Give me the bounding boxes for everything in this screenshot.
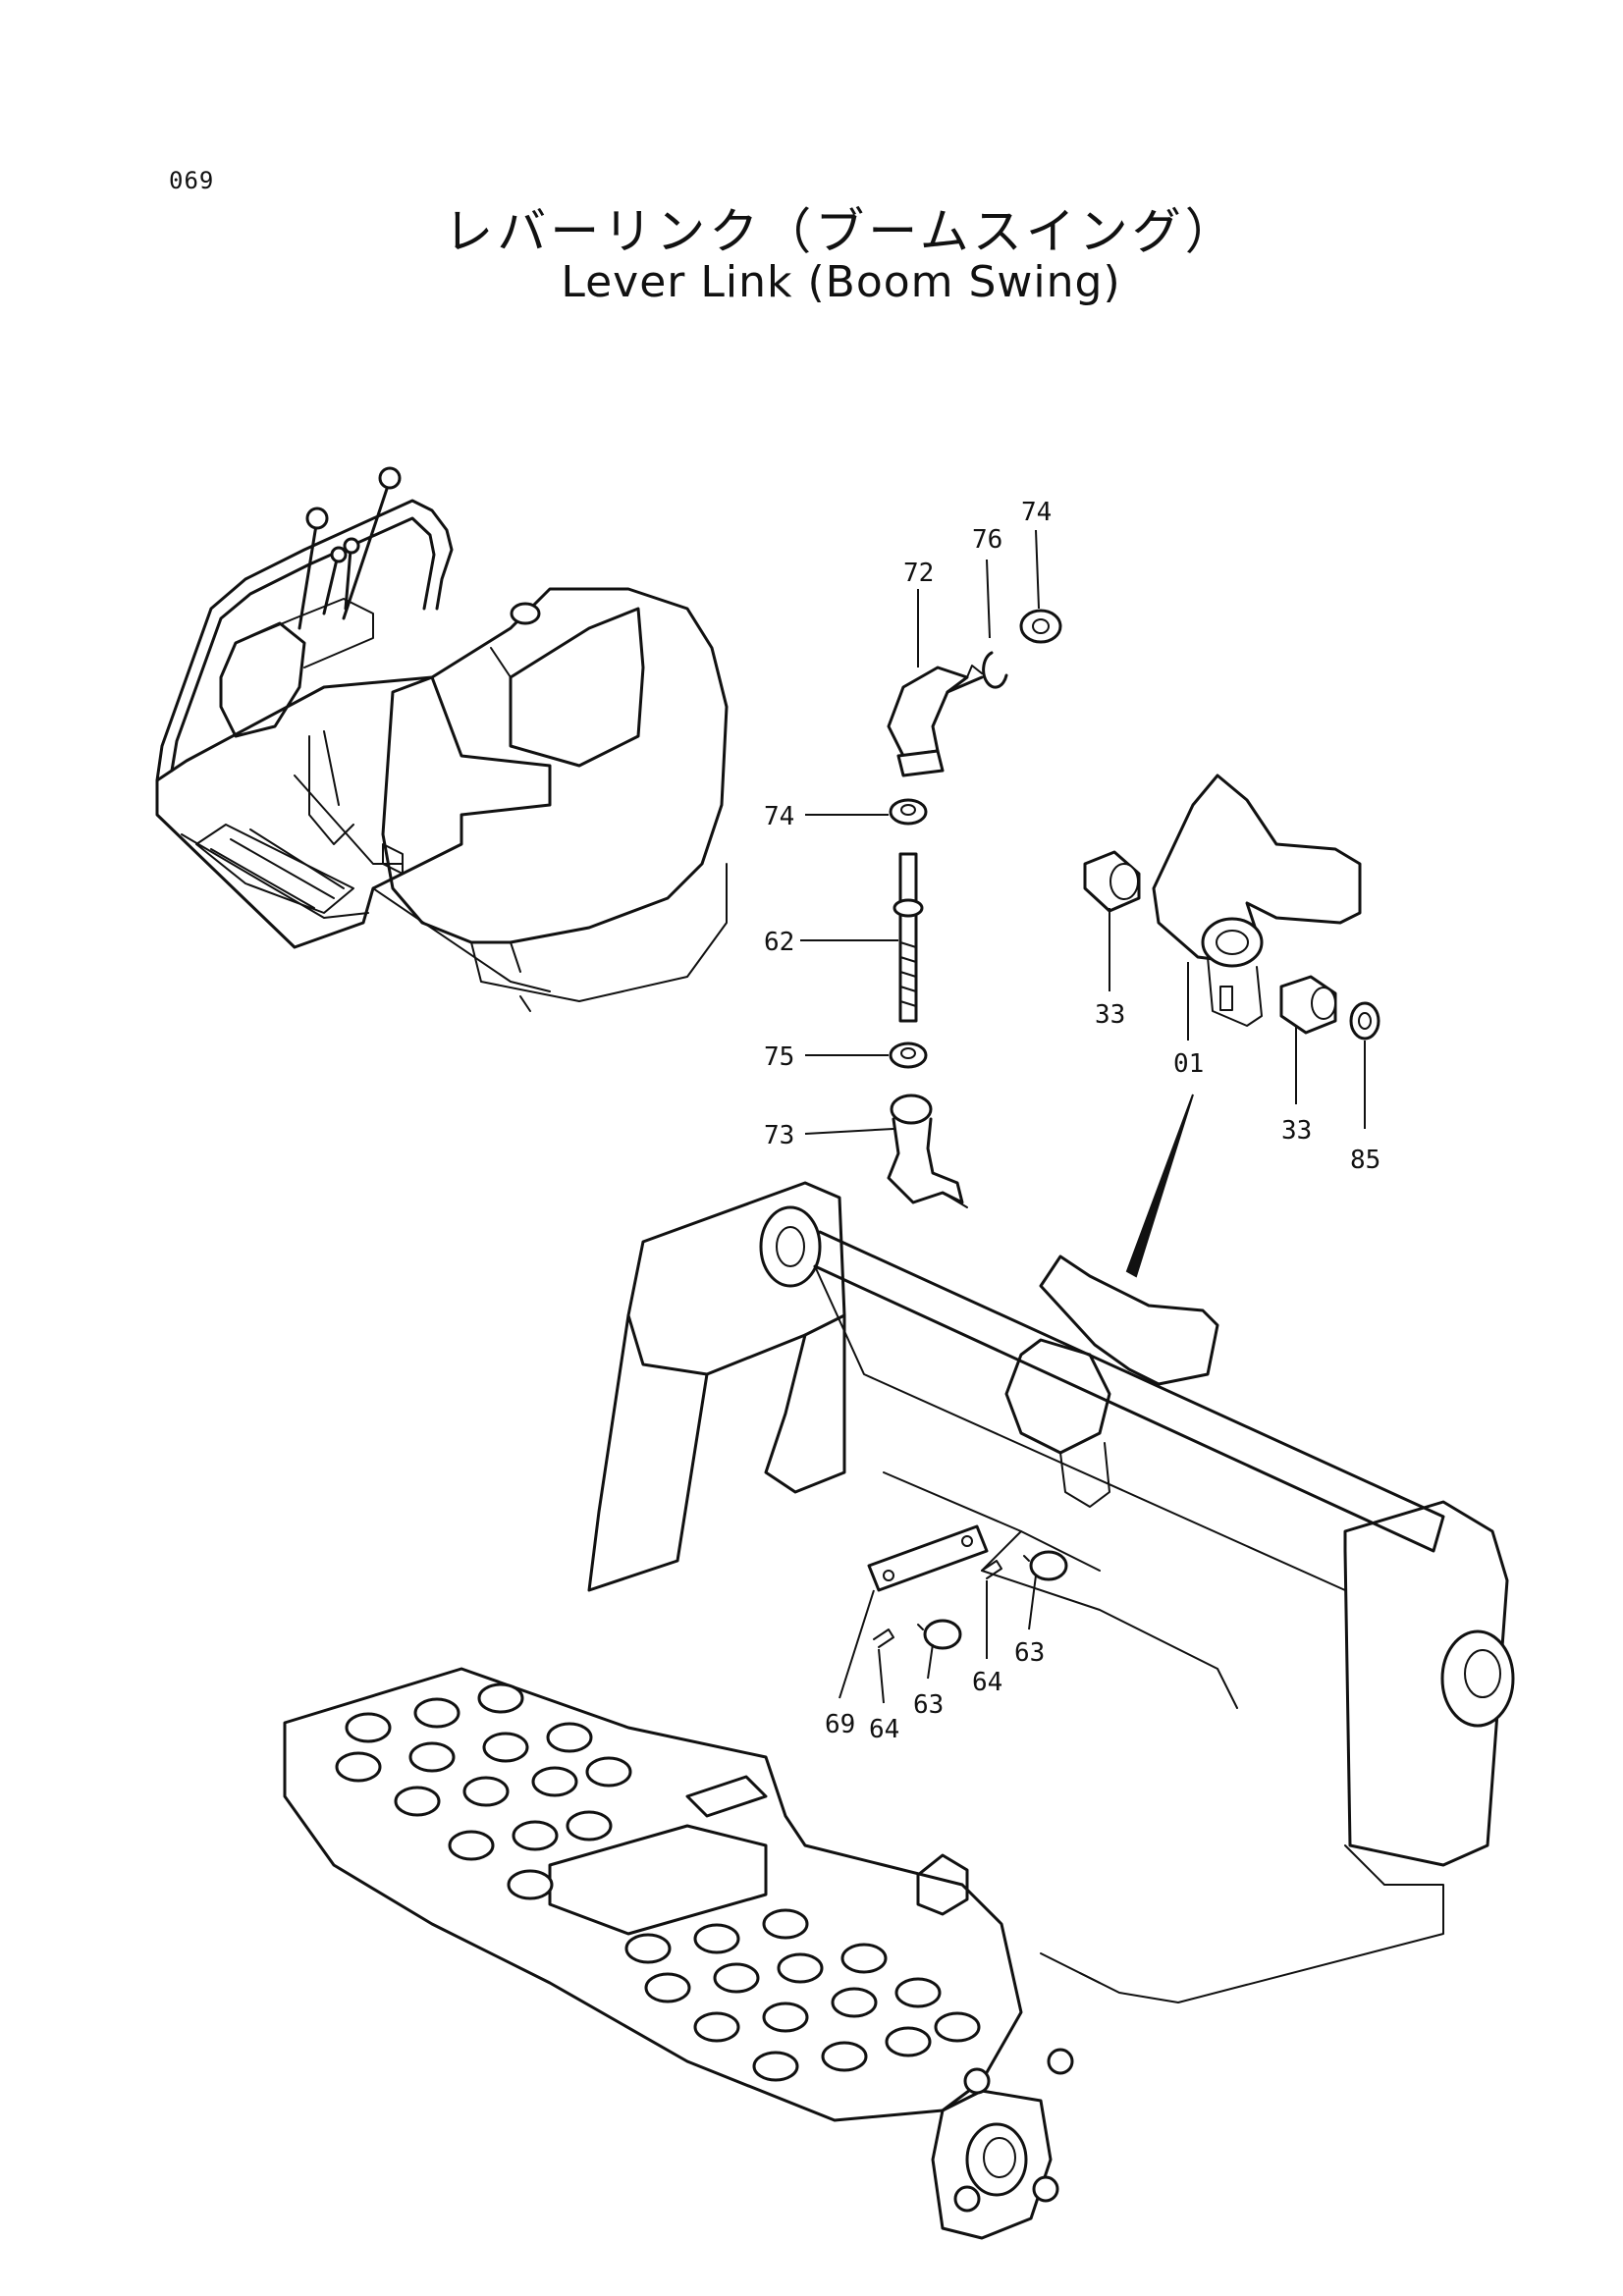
callout-63-left: 63 — [913, 1690, 944, 1720]
inset-machine-overview — [155, 466, 729, 1012]
callout-85: 85 — [1350, 1146, 1380, 1175]
leader-lines — [800, 529, 1366, 1704]
callout-74-top: 74 — [1021, 498, 1052, 527]
exploded-parts — [887, 609, 1380, 1208]
callout-73: 73 — [764, 1121, 794, 1150]
callout-01: 01 — [1173, 1049, 1204, 1079]
page-title-japanese: レバーリンク（ブームスイング） — [444, 203, 1238, 260]
callout-75: 75 — [764, 1042, 794, 1072]
callout-33-right: 33 — [1281, 1116, 1312, 1146]
callout-63-right: 63 — [1014, 1638, 1045, 1668]
callout-64-left: 64 — [869, 1715, 899, 1744]
callout-72: 72 — [903, 559, 934, 588]
callout-69: 69 — [825, 1710, 855, 1739]
page-number: 069 — [169, 167, 215, 194]
callout-76: 76 — [972, 525, 1002, 555]
callout-74: 74 — [764, 802, 794, 831]
callout-64-right: 64 — [972, 1668, 1002, 1697]
valve-ports — [335, 1682, 981, 2082]
page-title-english: Lever Link (Boom Swing) — [561, 257, 1121, 307]
callout-33-left: 33 — [1095, 1000, 1125, 1030]
callout-62: 62 — [764, 928, 794, 957]
detail-pointer — [1125, 1094, 1194, 1278]
callout-labels: 72 76 74 74 62 75 73 33 01 33 85 69 64 6… — [764, 498, 1380, 1744]
main-assembly — [283, 1181, 1515, 2240]
